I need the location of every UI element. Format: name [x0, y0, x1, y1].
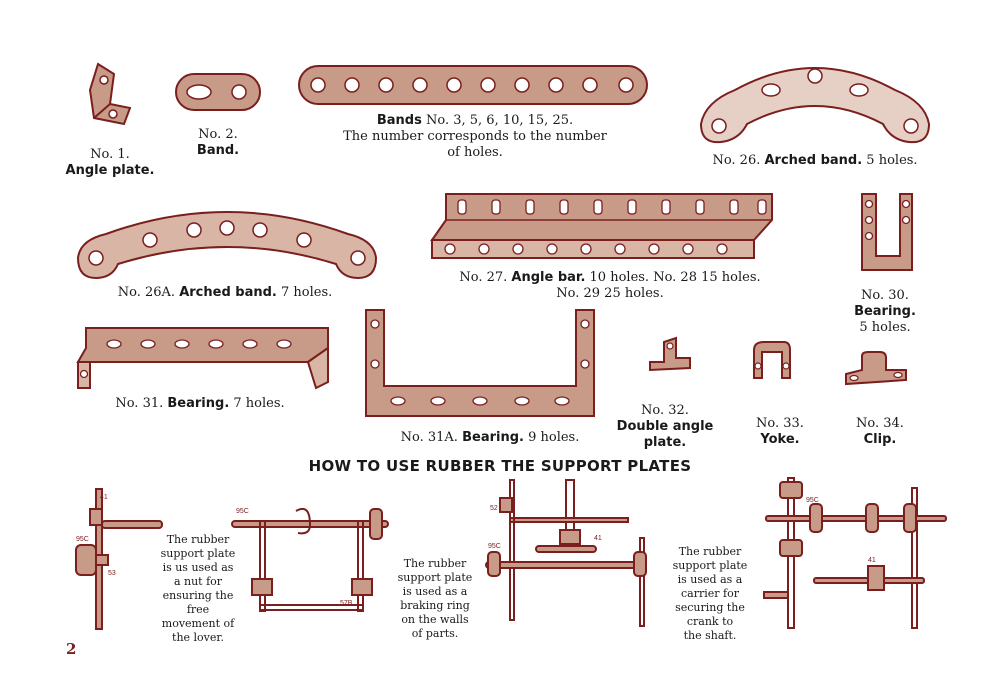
diagram-label-57b: 57B [340, 600, 353, 607]
band-image [175, 73, 261, 111]
angle-bar-image [430, 193, 773, 259]
diagram-braking-ring: 52 41 95C [485, 479, 647, 627]
diagram-label-95c: 95C [806, 497, 819, 504]
diagram-lever-frame: 95C 57B [231, 507, 389, 612]
yoke-image [753, 341, 791, 379]
diagram-crank-carrier: 95C 41 [763, 477, 947, 629]
diagram-label-41: 41 [594, 535, 602, 542]
diagram-label-52: 52 [490, 505, 498, 512]
angle-plate-image [88, 62, 132, 126]
arched-band-26-image [699, 67, 931, 144]
page-number: 2 [66, 640, 77, 658]
diagram-label-95c: 95C [236, 508, 249, 515]
section-title: HOW TO USE RUBBER THE SUPPORT PLATES [308, 457, 692, 475]
bearing-31-image [76, 327, 329, 390]
diagram-nut-usage: 41 95C 53 [75, 488, 163, 630]
arched-band-26a-image [76, 211, 378, 280]
clip-image [845, 351, 907, 386]
diagram-label-41: 41 [100, 494, 108, 501]
arched-band-26-caption: No. 26. Arched band. 5 holes. [712, 153, 918, 168]
clip-caption: No. 34.Clip. [856, 416, 904, 447]
band-caption: No. 2.Band. [196, 127, 240, 158]
double-angle-plate-image [649, 336, 691, 372]
diagram-label-53: 53 [108, 570, 116, 577]
arched-band-26a-caption: No. 26A. Arched band. 7 holes. [117, 285, 333, 300]
angle-plate-caption: No. 1.Angle plate. [65, 147, 155, 178]
diagram-label-41: 41 [868, 557, 876, 564]
diagram-label-95c: 95C [488, 543, 501, 550]
yoke-caption: No. 33.Yoke. [756, 416, 804, 447]
diagram-label-95c: 95C [76, 536, 89, 543]
bearing-30-caption: No. 30.Bearing.5 holes. [854, 288, 916, 335]
bearing-31a-caption: No. 31A. Bearing. 9 holes. [400, 430, 580, 445]
bearing-30-image [861, 193, 913, 271]
bearing-31-caption: No. 31. Bearing. 7 holes. [115, 396, 285, 411]
bearing-31a-image [365, 309, 595, 417]
angle-bar-caption: No. 27. Angle bar. 10 holes. No. 28 15 h… [459, 270, 761, 301]
bands-caption: Bands No. 3, 5, 6, 10, 15, 25. The numbe… [343, 113, 607, 160]
bands-image [298, 65, 648, 105]
